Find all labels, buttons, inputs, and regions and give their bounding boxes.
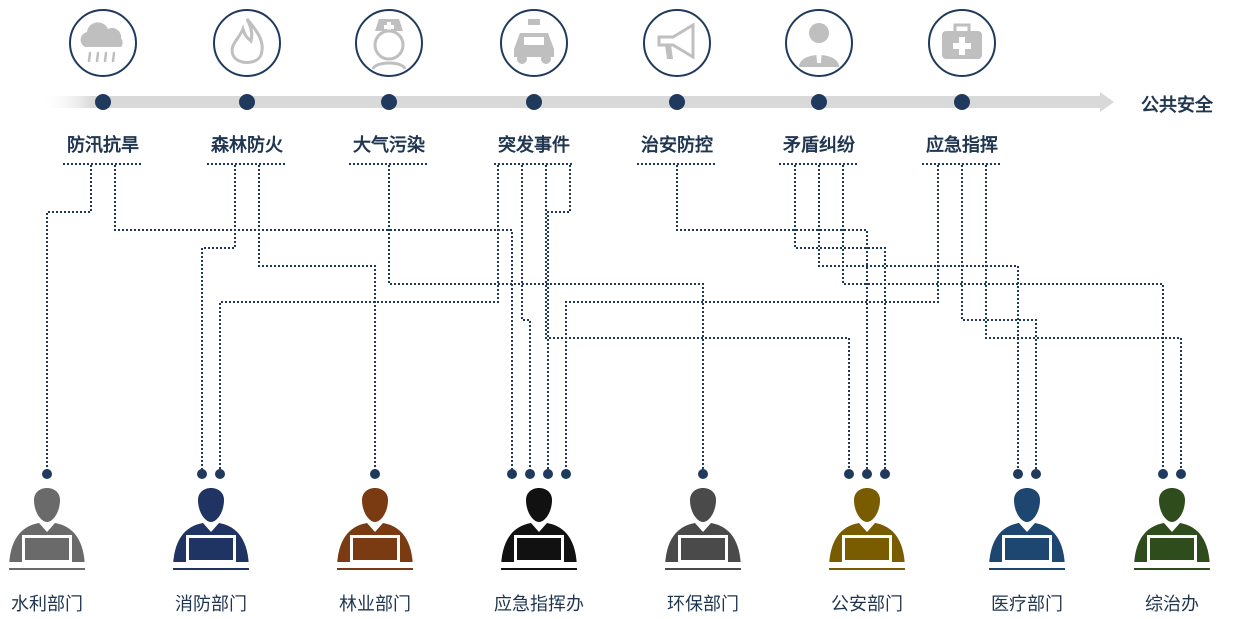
- department-label: 应急指挥办: [494, 594, 584, 615]
- department-label: 医疗部门: [991, 594, 1063, 615]
- connection-endpoint: [370, 469, 380, 479]
- first-aid-kit-icon: [928, 9, 996, 77]
- department-label: 消防部门: [175, 594, 247, 615]
- connection-endpoint: [561, 469, 571, 479]
- connection-endpoint: [1031, 469, 1041, 479]
- megaphone-icon: [643, 9, 711, 77]
- category-label: 突发事件: [498, 135, 570, 156]
- connection-endpoint: [525, 469, 535, 479]
- category-label: 大气污染: [353, 135, 425, 156]
- connection-line: [961, 165, 1037, 474]
- connection-endpoint: [543, 469, 553, 479]
- connection-endpoint: [215, 469, 225, 479]
- category-label: 治安防控: [641, 135, 713, 156]
- department-label: 林业部门: [339, 594, 411, 615]
- timeline-nodes: [63, 94, 1002, 165]
- category-icons: [69, 9, 996, 77]
- connection-line: [545, 165, 850, 474]
- timeline-node: [381, 94, 397, 110]
- connection-wires: [42, 165, 1186, 479]
- connection-line: [521, 165, 531, 474]
- department-label: 综治办: [1145, 594, 1199, 615]
- timeline-node: [669, 94, 685, 110]
- connection-endpoint: [698, 469, 708, 479]
- cloud-rain-icon: [69, 9, 137, 77]
- department-figure: [173, 488, 249, 570]
- timeline-node: [526, 94, 542, 110]
- category-label: 森林防火: [211, 135, 283, 156]
- flame-icon: [213, 9, 281, 77]
- connection-line: [388, 165, 704, 474]
- connection-endpoint: [880, 469, 890, 479]
- timeline-node: [954, 94, 970, 110]
- category-label: 应急指挥: [926, 135, 998, 156]
- department-figure: [9, 488, 85, 570]
- department-label: 公安部门: [831, 594, 903, 615]
- nurse-icon: [355, 9, 423, 77]
- connection-endpoint: [507, 469, 517, 479]
- connection-endpoint: [844, 469, 854, 479]
- connection-line: [219, 165, 499, 474]
- connection-line: [985, 165, 1182, 474]
- department-figures: [9, 488, 1210, 570]
- connection-line: [201, 165, 236, 474]
- department-figure: [989, 488, 1065, 570]
- department-label: 环保部门: [667, 594, 739, 615]
- connection-endpoint: [1013, 469, 1023, 479]
- connection-line: [547, 165, 571, 474]
- connection-endpoint: [197, 469, 207, 479]
- connection-line: [114, 165, 513, 474]
- timeline-node: [239, 94, 255, 110]
- department-label: 水利部门: [11, 594, 83, 615]
- connection-line: [818, 165, 1019, 474]
- connection-line: [258, 165, 376, 474]
- connection-line: [565, 165, 939, 474]
- department-figure: [829, 488, 905, 570]
- department-figure: [1134, 488, 1210, 570]
- timeline-node: [95, 94, 111, 110]
- connection-line: [676, 165, 868, 474]
- taxi-icon: [500, 9, 568, 77]
- connection-line: [842, 165, 1164, 474]
- category-label: 防汛抗旱: [67, 135, 139, 156]
- person-icon: [785, 9, 853, 77]
- connection-line: [794, 165, 886, 474]
- timeline-bar: [40, 92, 1114, 112]
- connection-line: [46, 165, 92, 474]
- category-label: 矛盾纠纷: [783, 135, 855, 156]
- department-figure: [665, 488, 741, 570]
- connection-endpoint: [1176, 469, 1186, 479]
- connection-endpoint: [1158, 469, 1168, 479]
- department-figure: [337, 488, 413, 570]
- connection-endpoint: [42, 469, 52, 479]
- timeline-node: [811, 94, 827, 110]
- department-figure: [501, 488, 577, 570]
- timeline-title: 公共安全: [1141, 95, 1213, 116]
- connection-endpoint: [862, 469, 872, 479]
